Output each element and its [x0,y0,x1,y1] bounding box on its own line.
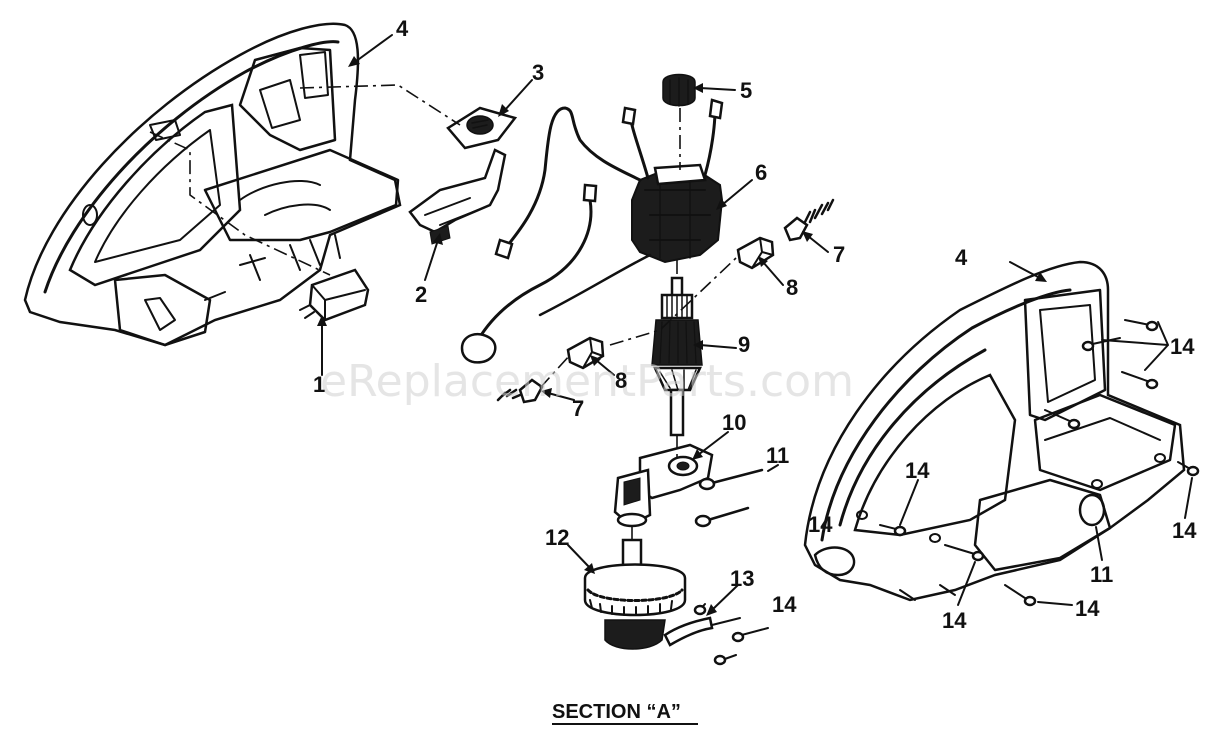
callout-11-left: 11 [766,443,789,468]
assembly-centerlines [149,84,737,540]
trigger-part-2 [408,148,507,245]
callout-10: 10 [722,410,746,435]
callout-4-left: 4 [396,16,409,41]
housing-screws-part-14 [879,319,1200,607]
brush-assembly-upper [736,198,835,270]
callout-1: 1 [313,372,325,397]
callout-9: 9 [738,332,750,357]
callout-14-c: 14 [1172,518,1197,543]
callout-14-d: 14 [942,608,967,633]
callout-labels: 1 2 3 4 4 5 6 7 7 8 8 9 10 11 11 12 13 1… [313,16,1197,633]
callout-5: 5 [740,78,752,103]
callout-14-f: 14 [772,592,797,617]
callout-7-upper: 7 [833,242,845,267]
lock-button-part-3 [446,106,518,150]
callout-14-e: 14 [1075,596,1100,621]
watermark-text: eReplacementParts.com [320,356,854,407]
callout-2: 2 [415,282,427,307]
screws-part-11 [694,468,764,528]
callout-14-g: 14 [808,512,833,537]
callout-8-upper: 8 [786,275,798,300]
callout-12: 12 [545,525,569,550]
callout-14-b: 14 [905,458,930,483]
callout-13: 13 [730,566,754,591]
armature-part-9 [651,276,703,437]
callout-8-lower: 8 [615,368,627,393]
callout-7-lower: 7 [572,396,584,421]
callout-4-right: 4 [955,245,968,270]
gear-part-12 [583,538,687,650]
section-caption: SECTION “A” [552,701,681,723]
callout-leaders [317,34,1193,616]
wiring-leads [460,98,724,364]
callout-3: 3 [532,60,544,85]
callout-6: 6 [755,160,767,185]
callout-14-a: 14 [1170,334,1195,359]
switch-part-1 [299,268,370,322]
callout-11-right: 11 [1090,562,1113,587]
brush-assembly-lower [496,336,605,404]
bracket-part-13 [663,603,769,666]
motor-field-part-6 [631,163,724,264]
bearing-part-5 [662,73,696,107]
right-housing-half [803,260,1186,602]
